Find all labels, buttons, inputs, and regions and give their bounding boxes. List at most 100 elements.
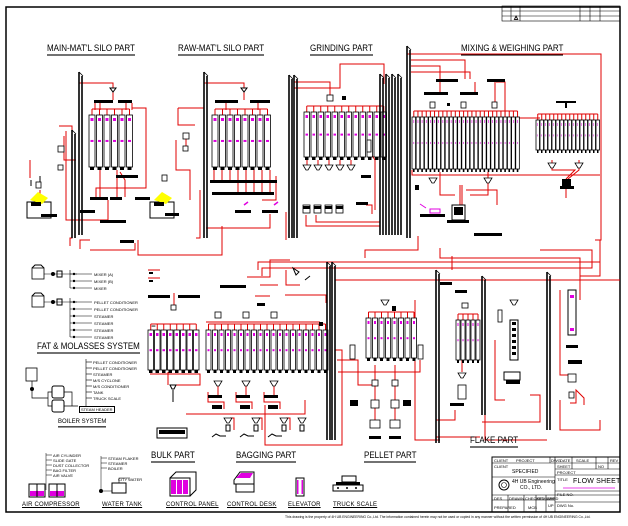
bin-gate xyxy=(433,169,436,172)
tb-approval-app: APP xyxy=(547,496,556,501)
bin-gate xyxy=(429,169,432,172)
water-destination-label: STEAMER xyxy=(108,460,128,466)
valve-icon xyxy=(291,266,311,281)
level-sensor-icon xyxy=(457,339,459,342)
level-sensor-icon xyxy=(156,349,159,352)
level-sensor-icon xyxy=(266,139,269,142)
scale-hopper xyxy=(214,311,222,319)
elevator-head xyxy=(326,261,332,267)
elevator-head xyxy=(481,275,487,281)
bin-gate xyxy=(386,358,390,361)
level-sensor-icon xyxy=(149,333,152,336)
level-sensor-icon xyxy=(258,139,262,142)
steam-destination-label: M/S CONDITIONER xyxy=(93,383,130,389)
level-sensor-icon xyxy=(298,333,301,336)
conveyor xyxy=(80,210,95,213)
elevator-head xyxy=(406,45,412,51)
bin-gate xyxy=(462,169,465,172)
liquid-destination-label: STEAMER xyxy=(94,334,114,340)
pipe-line xyxy=(366,204,373,214)
tb-client-label: CLIENT xyxy=(494,464,509,469)
level-sensor-icon xyxy=(221,118,224,121)
level-sensor-icon xyxy=(128,139,131,142)
level-sensor-icon xyxy=(380,321,383,324)
pipe-line xyxy=(411,59,466,79)
conveyor xyxy=(135,197,150,200)
legend-water-tank-label: WATER TANK xyxy=(102,502,143,508)
bin-gate xyxy=(120,167,124,170)
level-sensor-icon xyxy=(319,115,322,118)
steam-destination-label: M/S CYCLONE xyxy=(93,377,121,383)
level-sensor-icon xyxy=(240,333,242,336)
level-sensor-icon xyxy=(120,118,124,121)
water-pipe xyxy=(103,477,130,492)
bin-gate xyxy=(246,370,249,373)
bin-gate xyxy=(291,370,295,373)
liquid-valve xyxy=(72,307,76,311)
level-sensor-icon xyxy=(471,141,473,144)
level-sensor-icon xyxy=(467,120,469,123)
pipe-line xyxy=(411,170,600,176)
level-sensor-icon xyxy=(597,123,598,126)
level-sensor-icon xyxy=(311,349,314,352)
pellet-steam-valve xyxy=(403,400,411,406)
steam-chest-grate xyxy=(512,346,516,349)
liquid-pump xyxy=(415,185,419,190)
air-destination-label: AIR VALVE xyxy=(53,472,74,478)
level-sensor-icon xyxy=(285,349,288,352)
bin-gate xyxy=(285,370,288,373)
pellet-mill xyxy=(390,399,400,409)
level-sensor-icon xyxy=(504,120,506,123)
section-title-bagging: BAGGING PART xyxy=(236,450,297,463)
truck-scale-loadcell xyxy=(337,487,339,489)
air-destination-label: AIR CYLINDER xyxy=(53,452,82,458)
pellet-mill xyxy=(370,399,380,409)
conveyor xyxy=(94,100,113,103)
level-sensor-icon xyxy=(462,323,464,326)
level-sensor-icon xyxy=(220,333,223,336)
liquid-destination-label: PELLET CONDITIONER xyxy=(94,306,138,312)
conveyor xyxy=(487,79,505,82)
air-destination-label: DUST COLLECTOR xyxy=(53,462,90,468)
level-sensor-icon xyxy=(421,120,423,123)
level-sensor-icon xyxy=(442,141,444,144)
liquid-destination-label: MIXER xyxy=(94,285,107,291)
title-block xyxy=(491,456,621,513)
level-sensor-icon xyxy=(214,349,216,352)
bin-gate xyxy=(207,370,210,373)
bin-gate xyxy=(442,169,444,172)
level-sensor-icon xyxy=(169,333,172,336)
bag-conveyor xyxy=(208,395,222,398)
liquid-valve xyxy=(72,321,76,325)
pipe-line xyxy=(65,131,73,246)
bin-gate xyxy=(305,157,309,160)
level-sensor-icon xyxy=(266,349,268,352)
level-sensor-icon xyxy=(400,337,402,340)
level-sensor-icon xyxy=(589,123,590,126)
level-sensor-icon xyxy=(319,133,322,136)
revision-table: △ xyxy=(501,5,621,22)
cooler xyxy=(389,419,401,429)
bin-gate xyxy=(573,150,575,153)
scale-hopper xyxy=(429,101,436,109)
pipe-line xyxy=(285,294,327,303)
bin-gate xyxy=(97,167,102,170)
level-sensor-icon xyxy=(361,115,364,118)
level-sensor-icon xyxy=(565,134,566,137)
level-sensor-icon xyxy=(442,120,444,123)
level-sensor-icon xyxy=(508,120,510,123)
level-sensor-icon xyxy=(484,120,485,123)
roller-mill-base xyxy=(506,380,520,384)
level-sensor-icon xyxy=(233,349,236,352)
truck-dump-highlight xyxy=(154,192,172,204)
svg-text:△: △ xyxy=(514,15,518,21)
section-title-bulk: BULK PART xyxy=(151,450,195,463)
tb-date-header: DATE xyxy=(560,458,571,463)
level-sensor-icon xyxy=(425,120,427,123)
bin-gate xyxy=(228,167,232,170)
tb-company-line1: 4H UB Engineering xyxy=(512,479,555,485)
bin-gate xyxy=(375,157,379,160)
bin-gate xyxy=(112,167,117,170)
level-sensor-icon xyxy=(455,120,456,123)
bin-gate xyxy=(406,358,409,361)
